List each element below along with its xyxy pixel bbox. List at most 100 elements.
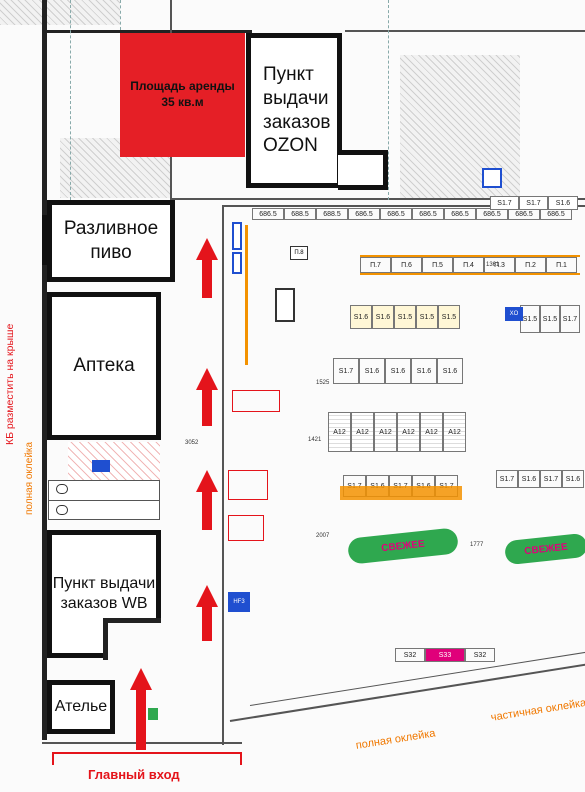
dim-label: 3052: [185, 440, 199, 446]
wc-icon-2: [56, 505, 68, 515]
wb-notch-wall-v: [103, 618, 108, 660]
atelier[interactable]: Ателье: [47, 680, 115, 734]
ozon-pickup-label: Пункт выдачи заказов OZON: [263, 64, 331, 157]
arrow-head: [130, 668, 152, 690]
arrow-shaft: [202, 388, 212, 426]
rack-cell: A12: [328, 412, 351, 452]
arrow-head: [196, 368, 218, 390]
arrow-shaft: [202, 490, 212, 530]
draft-beer-shop[interactable]: Разливное пиво: [47, 200, 175, 282]
wb-notch-wall-h: [103, 618, 161, 623]
dim-label: 1421: [308, 437, 322, 443]
rack-cell: S32: [395, 648, 425, 662]
rack-cell: S1.6: [385, 358, 411, 384]
partial-wrap-note: частичная оклейка: [490, 696, 585, 724]
rack-cell: A12: [443, 412, 466, 452]
ozon-pickup-point[interactable]: Пункт выдачи заказов OZON: [246, 33, 342, 188]
xo-tag: XO: [505, 307, 523, 321]
fixture-red-1: [228, 470, 268, 500]
rack-cell: S1.7: [519, 196, 548, 210]
rack-cell: S1.6: [350, 305, 372, 329]
rack-cell: 686.5: [444, 208, 476, 220]
hatched-area-top-right: [400, 55, 520, 200]
hatched-area-wc: [68, 442, 160, 482]
wb-notch: [105, 620, 161, 662]
fixture-checkout: [275, 288, 295, 322]
wall-column-b: [222, 205, 224, 745]
blue-box-top: [482, 168, 502, 188]
rack-cell: П.1: [546, 257, 577, 273]
rack-row-s16: S1.6 S1.6 S1.5 S1.5 S1.5: [350, 305, 462, 329]
wb-pickup-point[interactable]: Пункт выдачи заказов WB: [47, 530, 161, 658]
blue-door-1: [232, 222, 242, 250]
rack-cell: S1.6: [437, 358, 463, 384]
rack-row-a: A12 A12 A12 A12 A12 A12: [328, 412, 468, 452]
pharmacy-label: Аптека: [73, 355, 135, 377]
wall-left: [42, 0, 47, 740]
hatched-area-top-left: [0, 0, 120, 25]
rack-cell: S1.5: [416, 305, 438, 329]
wc-divider: [48, 500, 160, 501]
rack-cell: S1.6: [518, 470, 540, 488]
rack-cell: S1.5: [520, 305, 540, 333]
fixture-green-pos: [148, 708, 158, 720]
rack-cell: 686.5: [252, 208, 284, 220]
blue-door-2: [232, 252, 242, 274]
rack-cell: S1.7: [560, 305, 580, 333]
dim-label: 1777: [470, 542, 484, 548]
entrance-frame: [52, 752, 242, 765]
rack-cell: S1.7: [540, 470, 562, 488]
rental-area-label: Площадь аренды 35 кв.м: [130, 79, 235, 109]
tag-p8: П.8: [290, 246, 308, 260]
dim-label: 2007: [316, 533, 330, 539]
rack-cell: S33: [425, 648, 465, 662]
rack-cell: A12: [374, 412, 397, 452]
rack-cell: 688.5: [316, 208, 348, 220]
rack-cell: 686.5: [380, 208, 412, 220]
wall-top-right: [345, 30, 585, 32]
rack-row-bottom: S32 S33 S32: [395, 648, 495, 662]
rack-cell: S1.6: [562, 470, 584, 488]
wall-service: [222, 205, 585, 207]
fresh-island-2: СВЕЖЕЕ: [503, 532, 585, 566]
fresh-island-2-label: СВЕЖЕЕ: [523, 541, 569, 557]
rack-row-s17: S1.7 S1.6 S1.6 S1.6 S1.6: [333, 358, 463, 384]
wall-top: [42, 30, 252, 33]
dim-label: 1525: [316, 380, 330, 386]
rack-cell: П.3: [484, 257, 515, 273]
fresh-island-1-label: СВЕЖЕЕ: [380, 538, 426, 554]
rack-row-p: П.7 П.6 П.5 П.4 П.3 П.2 П.1: [360, 255, 580, 275]
sign-blue: [92, 460, 110, 472]
rack-cell: S1.6: [411, 358, 437, 384]
grid-line-1: [70, 0, 71, 200]
rack-cell: S1.7: [490, 196, 519, 210]
rack-cell: A12: [397, 412, 420, 452]
rack-cell: S1.5: [438, 305, 460, 329]
arrow-head: [196, 470, 218, 492]
rental-area[interactable]: Площадь аренды 35 кв.м: [120, 33, 245, 157]
arrow-head: [196, 238, 218, 260]
dim-label: 1361: [486, 262, 500, 268]
fixture-orange-long: [245, 225, 248, 365]
hf3-tag: HF3: [228, 592, 250, 612]
rack-cell: 686.5: [412, 208, 444, 220]
draft-beer-label: Разливное пиво: [63, 218, 159, 263]
arrow-head: [196, 585, 218, 607]
rack-cell: S1.5: [394, 305, 416, 329]
rack-cell: A12: [351, 412, 374, 452]
rack-cell: S1.5: [540, 305, 560, 333]
grid-line-3: [388, 0, 389, 200]
ozon-annex: [338, 150, 388, 190]
rack-cell: П.7: [360, 257, 391, 273]
rack-cell: S1.6: [548, 196, 578, 210]
main-entrance-label[interactable]: Главный вход: [88, 767, 180, 782]
rack-cell: 688.5: [284, 208, 316, 220]
rack-cell: П.5: [422, 257, 453, 273]
rack-cell: S1.7: [333, 358, 359, 384]
rack-cell: 686.5: [348, 208, 380, 220]
rack-cell: П.2: [515, 257, 546, 273]
full-wrap-left-note: полная оклейка: [24, 441, 35, 515]
rack-cell: S32: [465, 648, 495, 662]
pharmacy[interactable]: Аптека: [47, 292, 161, 440]
beer-door-marker: [42, 215, 50, 265]
